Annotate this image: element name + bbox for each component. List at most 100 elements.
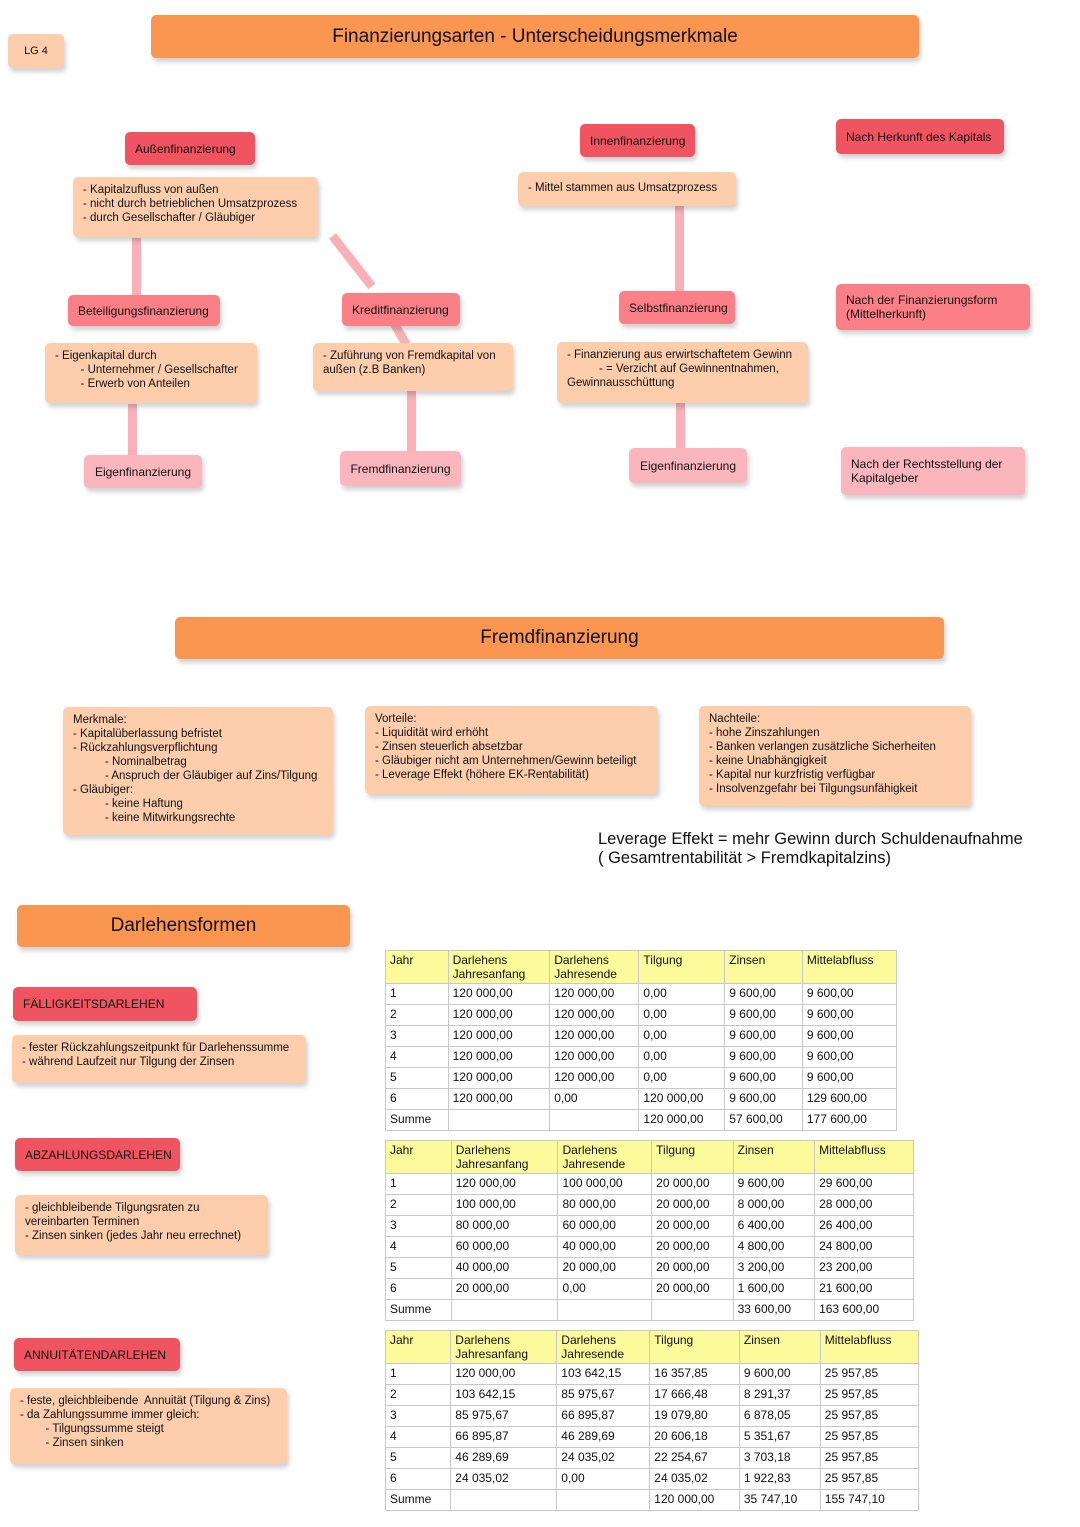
table-cell: 100 000,00: [450, 1194, 559, 1216]
col-header: Tilgung: [638, 950, 726, 984]
table-cell: 6: [384, 1468, 452, 1490]
note-abzahlungsdarlehen: - gleichbleibende Tilgungsraten zu verei…: [15, 1195, 268, 1255]
col-header: Jahr: [385, 1140, 452, 1174]
col-header: Darlehens Jahresende: [557, 1140, 653, 1174]
table-cell: 103 642,15: [450, 1384, 558, 1406]
table-cell: [447, 1109, 551, 1131]
table-cell: 3 200,00: [732, 1257, 816, 1279]
table-cell: 25 957,85: [819, 1363, 920, 1385]
table-cell: 103 642,15: [556, 1363, 651, 1385]
table-cell: 9 600,00: [724, 983, 803, 1005]
table-cell: 4: [385, 1236, 452, 1258]
note-selbstfinanzierung: - Finanzierung aus erwirtschaftetem Gewi…: [557, 342, 808, 403]
table-cell: 120 000,00: [649, 1489, 740, 1511]
table-annuitaetendarlehen: Jahr Darlehens Jahresanfang Darlehens Ja…: [384, 1330, 920, 1511]
connector: [328, 233, 376, 290]
table-cell: 25 957,85: [819, 1426, 920, 1448]
table-cell: 9 600,00: [801, 1004, 898, 1026]
table-cell: 20 000,00: [450, 1278, 559, 1300]
table-cell: [549, 1109, 640, 1131]
table-cell: 1: [385, 1173, 452, 1195]
table-faelligkeitsdarlehen: Jahr Darlehens Jahresanfang Darlehens Ja…: [385, 950, 898, 1131]
table-cell: 16 357,85: [649, 1363, 740, 1385]
legend-rechtsstellung: Nach der Rechtsstellung der Kapitalgeber: [841, 447, 1025, 495]
lg-badge: LG 4: [8, 34, 64, 68]
legend-herkunft: Nach Herkunft des Kapitals: [836, 119, 1004, 154]
node-fremdfinanzierung: Fremdfinanzierung: [340, 451, 461, 486]
label-faelligkeitsdarlehen: FÄLLIGKEITSDARLEHEN: [13, 987, 197, 1021]
col-header: Mittelabfluss: [819, 1330, 920, 1364]
table-cell: 120 000,00: [450, 1363, 558, 1385]
table-cell: 25 957,85: [819, 1468, 920, 1490]
table-cell: 120 000,00: [447, 983, 551, 1005]
connector: [675, 206, 684, 296]
table-cell: 5: [385, 1257, 452, 1279]
table-cell: 1 922,83: [738, 1468, 821, 1490]
table-cell: Summe: [385, 1109, 449, 1131]
table-cell: 120 000,00: [447, 1004, 551, 1026]
table-cell: 129 600,00: [801, 1088, 898, 1110]
table-cell: 120 000,00: [450, 1173, 559, 1195]
table-cell: 60 000,00: [557, 1215, 653, 1237]
note-aussenfinanzierung: - Kapitalzufluss von außen - nicht durch…: [73, 177, 318, 237]
table-abzahlungsdarlehen: Jahr Darlehens Jahresanfang Darlehens Ja…: [385, 1140, 914, 1321]
node-beteiligungsfinanzierung: Beteiligungsfinanzierung: [68, 295, 220, 326]
table-cell: 20 000,00: [651, 1173, 734, 1195]
table-cell: 9 600,00: [732, 1173, 816, 1195]
table-cell: 35 747,10: [738, 1489, 821, 1511]
table-cell: 120 000,00: [447, 1067, 551, 1089]
table-cell: 80 000,00: [450, 1215, 559, 1237]
table-cell: 9 600,00: [724, 1046, 803, 1068]
table-cell: 3: [385, 1025, 449, 1047]
col-header: Tilgung: [649, 1330, 740, 1364]
col-header: Jahr: [384, 1330, 452, 1364]
table-cell: [651, 1299, 734, 1321]
table-cell: 9 600,00: [724, 1067, 803, 1089]
table-cell: 4: [384, 1426, 452, 1448]
table-cell: 100 000,00: [557, 1173, 653, 1195]
label-abzahlungsdarlehen: ABZAHLUNGSDARLEHEN: [15, 1138, 180, 1171]
legend-finanzierungsform: Nach der Finanzierungsform (Mittelherkun…: [836, 284, 1030, 330]
table-cell: 9 600,00: [801, 1067, 898, 1089]
leverage-text: Leverage Effekt = mehr Gewinn durch Schu…: [598, 830, 1023, 867]
col-header: Darlehens Jahresanfang: [450, 1140, 559, 1174]
table-cell: 2: [385, 1194, 452, 1216]
section-title-fremdfinanzierung: Fremdfinanzierung: [175, 617, 944, 659]
note-merkmale: Merkmale: - Kapitalüberlassung befristet…: [63, 707, 333, 835]
note-faelligkeitsdarlehen: - fester Rückzahlungszeitpunkt für Darle…: [12, 1035, 306, 1083]
table-cell: 120 000,00: [447, 1025, 551, 1047]
table-cell: 9 600,00: [801, 983, 898, 1005]
table-cell: 20 000,00: [651, 1236, 734, 1258]
table-cell: 3 703,18: [738, 1447, 821, 1469]
table-cell: 80 000,00: [557, 1194, 653, 1216]
node-kreditfinanzierung: Kreditfinanzierung: [342, 293, 460, 326]
col-header: Darlehens Jahresende: [549, 950, 640, 984]
table-cell: 2: [384, 1384, 452, 1406]
table-cell: 1: [385, 983, 449, 1005]
table-cell: 25 957,85: [819, 1384, 920, 1406]
table-cell: 0,00: [638, 983, 726, 1005]
table-cell: 4 800,00: [732, 1236, 816, 1258]
col-header: Jahr: [385, 950, 449, 984]
table-cell: 60 000,00: [450, 1236, 559, 1258]
table-cell: 9 600,00: [801, 1046, 898, 1068]
table-cell: 29 600,00: [814, 1173, 914, 1195]
col-header: Zinsen: [732, 1140, 816, 1174]
table-cell: 0,00: [638, 1004, 726, 1026]
connector: [132, 238, 141, 296]
col-header: Tilgung: [651, 1140, 734, 1174]
